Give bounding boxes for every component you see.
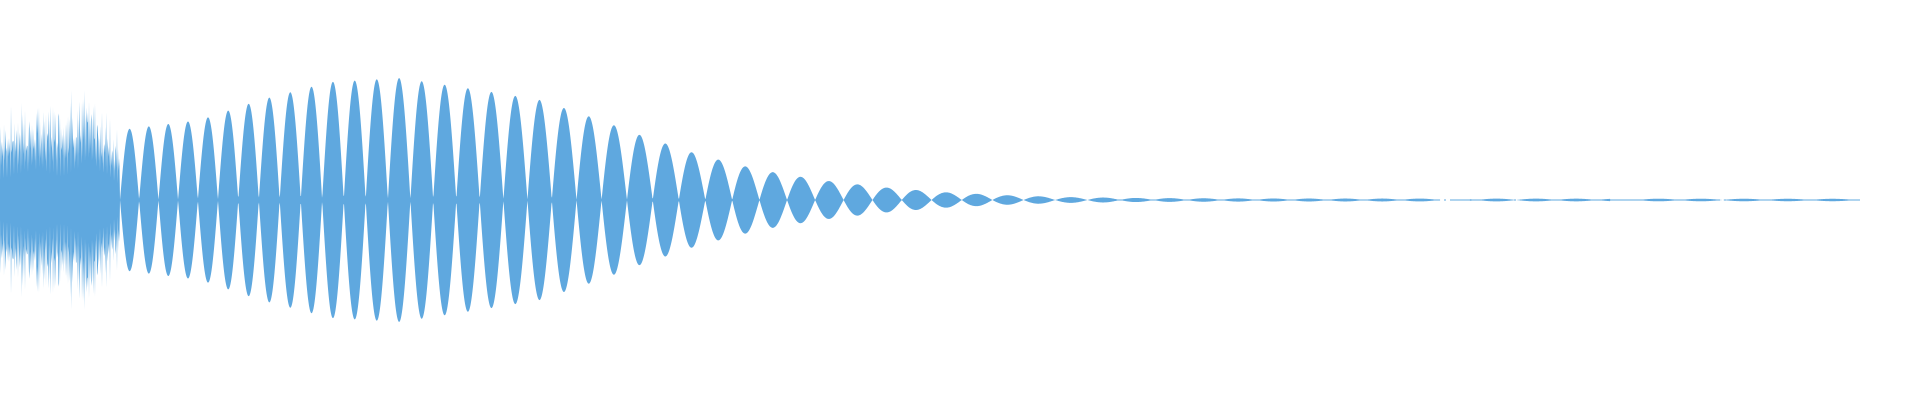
waveform-fill: [0, 78, 1860, 322]
